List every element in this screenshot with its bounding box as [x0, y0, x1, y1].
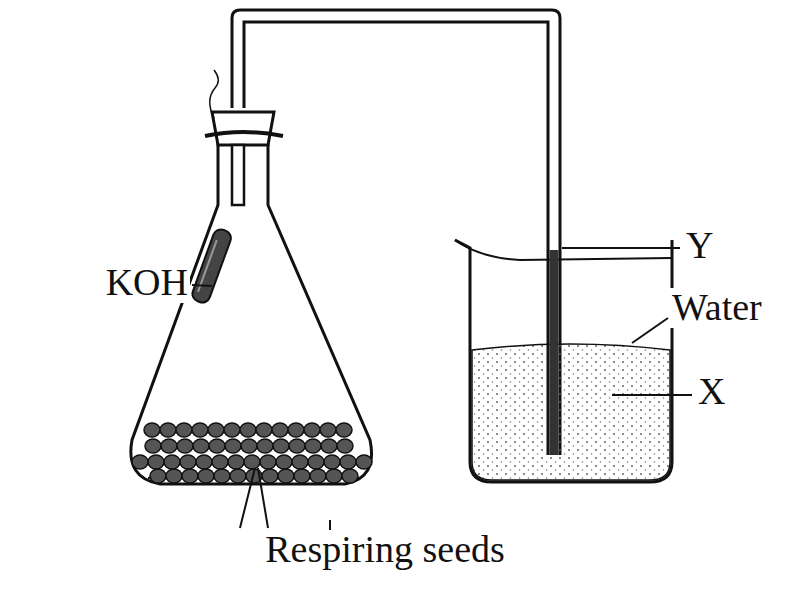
stopper — [212, 112, 274, 145]
part-label: Y — [684, 226, 715, 266]
beaker — [455, 240, 672, 482]
conical-flask — [131, 140, 372, 484]
part-label: X — [696, 372, 727, 412]
water — [472, 344, 670, 480]
part-label: Water — [670, 288, 764, 328]
seeds — [132, 423, 372, 483]
koh-tube — [190, 227, 233, 305]
part-label: KOH — [104, 263, 190, 303]
part-label: Respiring seeds — [263, 530, 507, 570]
